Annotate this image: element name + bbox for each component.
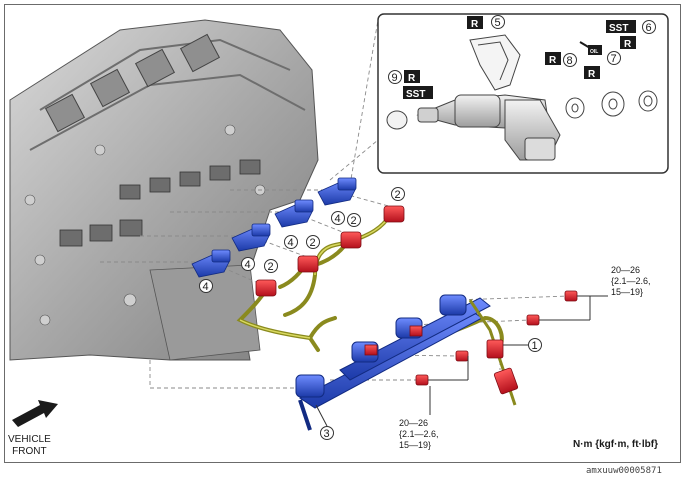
insulators-engine — [255, 205, 405, 297]
svg-text:SST: SST — [609, 23, 628, 34]
replace-badge — [584, 66, 600, 79]
torque-spec-left: 20—26 {2.1—2.6, 15—19} — [399, 418, 439, 451]
vehicle-front-arrow-icon — [12, 400, 58, 427]
fuel-distributor — [295, 294, 517, 431]
torque-units-legend: N·m {kgf·m, ft·lbf} — [573, 439, 658, 450]
svg-text:7: 7 — [611, 53, 617, 65]
injector-detail — [416, 34, 561, 161]
sst-badge — [606, 20, 636, 33]
vehicle-front-label: VEHICLE FRONT — [8, 434, 51, 457]
svg-text:4: 4 — [335, 213, 341, 225]
svg-text:R: R — [549, 55, 557, 66]
svg-text:SST: SST — [406, 89, 425, 100]
badges: R R R R SST R SST — [403, 16, 636, 100]
svg-text:1: 1 — [532, 340, 538, 352]
torque-conversion: {2.1—2.6, — [611, 276, 651, 286]
svg-text:4: 4 — [203, 281, 209, 293]
svg-text:2: 2 — [310, 237, 316, 249]
engine-block — [9, 19, 319, 361]
figure-reference-code: amxuuw00005871 — [586, 466, 662, 476]
torque-conversion: {2.1—2.6, — [399, 429, 439, 439]
bolts — [415, 290, 608, 415]
svg-text:2: 2 — [395, 189, 401, 201]
torque-value: 20—26 — [399, 418, 429, 428]
oil-can-icon: OIL — [579, 41, 602, 55]
fuel-injectors — [191, 177, 357, 278]
svg-text:R: R — [588, 69, 596, 80]
torque-conversion: 15—19} — [399, 440, 432, 450]
svg-text:4: 4 — [245, 259, 251, 271]
diagram-frame — [4, 4, 681, 463]
inset-callouts: 5 8 7 6 9 — [388, 15, 656, 84]
replace-badge — [467, 16, 483, 29]
svg-text:5: 5 — [495, 17, 501, 29]
svg-text:2: 2 — [351, 215, 357, 227]
sst-badge — [403, 86, 433, 99]
svg-text:6: 6 — [646, 22, 652, 34]
svg-text:R: R — [471, 19, 479, 30]
replace-badge — [545, 52, 561, 65]
torque-value: 20—26 — [611, 265, 641, 275]
replace-badge — [620, 36, 636, 49]
svg-text:3: 3 — [324, 428, 330, 440]
svg-text:OIL: OIL — [590, 49, 598, 55]
o-ring-9 — [386, 110, 408, 130]
torque-spec-right: 20—26 {2.1—2.6, 15—19} — [611, 265, 651, 298]
svg-text:4: 4 — [288, 237, 294, 249]
svg-text:R: R — [624, 39, 632, 50]
torque-conversion: 15—19} — [611, 287, 644, 297]
replace-badge — [404, 70, 420, 83]
svg-text:2: 2 — [268, 261, 274, 273]
svg-text:8: 8 — [567, 55, 573, 67]
svg-text:R: R — [408, 73, 416, 84]
main-callouts: 2 2 2 2 4 4 4 4 1 3 — [199, 187, 542, 440]
svg-text:9: 9 — [392, 72, 398, 84]
insulators-rail — [364, 325, 519, 395]
